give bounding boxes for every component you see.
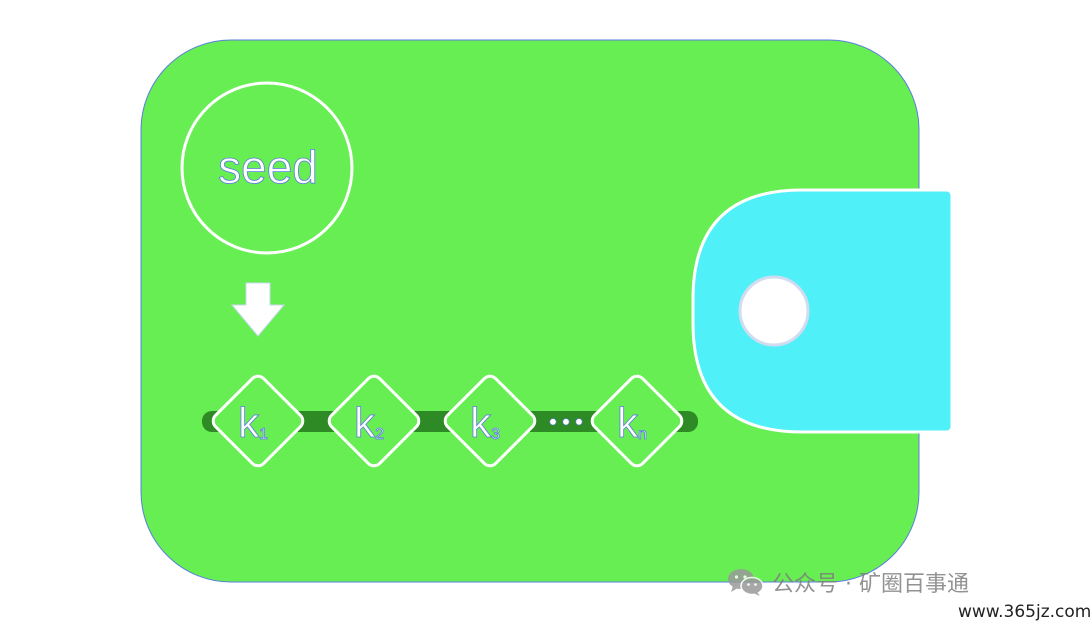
seed-node: seed [180,81,354,255]
seed-label: seed [218,141,318,193]
key-label: k [238,399,260,446]
wallet-flap [691,188,954,434]
key-label: k [354,399,376,446]
key-ellipsis: ••• [547,411,586,436]
key-subscript: 1 [259,426,268,443]
key-node-1: k1 [211,374,305,468]
svg-text:kn: kn [617,399,647,446]
watermark-text: 公众号 · 矿圈百事通 [772,572,969,597]
key-node-3: k3 [443,374,537,468]
watermark-url: www.365jz.com [958,602,1091,622]
key-node-2: k2 [327,374,421,468]
svg-text:k2: k2 [354,399,384,446]
key-subscript: 3 [491,426,500,443]
key-subscript: n [638,426,647,443]
svg-text:k1: k1 [238,399,268,446]
key-label: k [470,399,492,446]
watermark: 公众号 · 矿圈百事通 [726,566,969,598]
wechat-icon [726,567,764,597]
wallet-clasp-button [738,275,810,347]
key-label: k [617,399,639,446]
svg-text:k3: k3 [470,399,500,446]
down-arrow-icon [230,282,286,337]
key-subscript: 2 [375,426,384,443]
key-node-n: kn [590,374,684,468]
